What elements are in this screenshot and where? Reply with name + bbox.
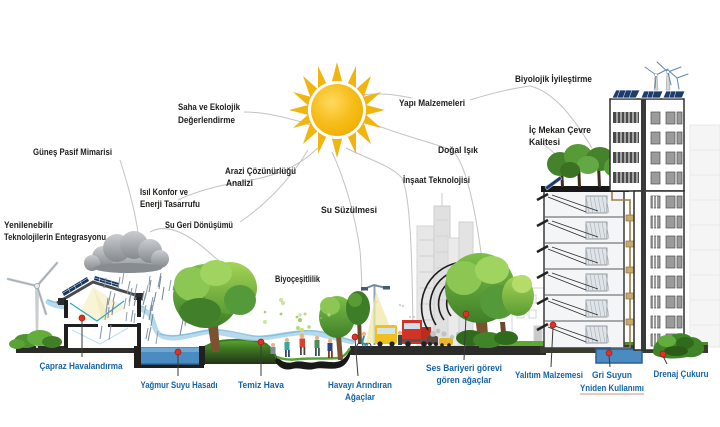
svg-text:Isıl Konfor ve: Isıl Konfor ve <box>140 187 188 198</box>
svg-text:Ses Bariyeri görevi: Ses Bariyeri görevi <box>426 363 502 374</box>
svg-text:Su Geri Dönüşümü: Su Geri Dönüşümü <box>165 220 233 231</box>
svg-text:Saha ve Ekolojik: Saha ve Ekolojik <box>178 102 241 113</box>
svg-text:Ağaçlar: Ağaçlar <box>345 392 375 403</box>
svg-text:Yağmur Suyu Hasadı: Yağmur Suyu Hasadı <box>141 380 218 391</box>
svg-text:Drenaj Çukuru: Drenaj Çukuru <box>654 369 709 380</box>
svg-text:Değerlendirme: Değerlendirme <box>178 115 235 126</box>
svg-text:Su Süzülmesi: Su Süzülmesi <box>321 205 377 216</box>
svg-text:Havayı Arındıran: Havayı Arındıran <box>328 380 392 391</box>
svg-text:Yapı Malzemeleri: Yapı Malzemeleri <box>399 98 465 109</box>
svg-text:gören ağaçlar: gören ağaçlar <box>437 375 492 386</box>
svg-text:Çapraz Havalandırma: Çapraz Havalandırma <box>40 361 124 372</box>
svg-text:Gri Suyun: Gri Suyun <box>592 370 632 381</box>
svg-text:Biyolojik İyileştirme: Biyolojik İyileştirme <box>515 74 592 85</box>
svg-text:Teknolojilerin Entegrasyonu: Teknolojilerin Entegrasyonu <box>4 232 106 243</box>
svg-text:İnşaat Teknolojisi: İnşaat Teknolojisi <box>403 175 470 186</box>
svg-text:Yalıtım Malzemesi: Yalıtım Malzemesi <box>515 370 583 381</box>
svg-text:Analizi: Analizi <box>226 178 253 189</box>
svg-text:Güneş Pasif Mimarisi: Güneş Pasif Mimarisi <box>33 147 112 158</box>
svg-text:Enerji Tasarrufu: Enerji Tasarrufu <box>140 199 200 210</box>
svg-text:Yenilenebilir: Yenilenebilir <box>4 220 53 231</box>
svg-text:Biyoçeşitlilik: Biyoçeşitlilik <box>275 274 321 285</box>
svg-text:İç Mekan Çevre: İç Mekan Çevre <box>529 125 591 136</box>
svg-text:Yniden Kullanımı: Yniden Kullanımı <box>580 383 644 394</box>
svg-text:Doğal Işık: Doğal Işık <box>438 145 479 156</box>
svg-text:Kalitesi: Kalitesi <box>529 137 560 148</box>
svg-text:Temiz Hava: Temiz Hava <box>238 380 285 391</box>
svg-text:Arazi Çözünürlüğü: Arazi Çözünürlüğü <box>225 166 296 177</box>
